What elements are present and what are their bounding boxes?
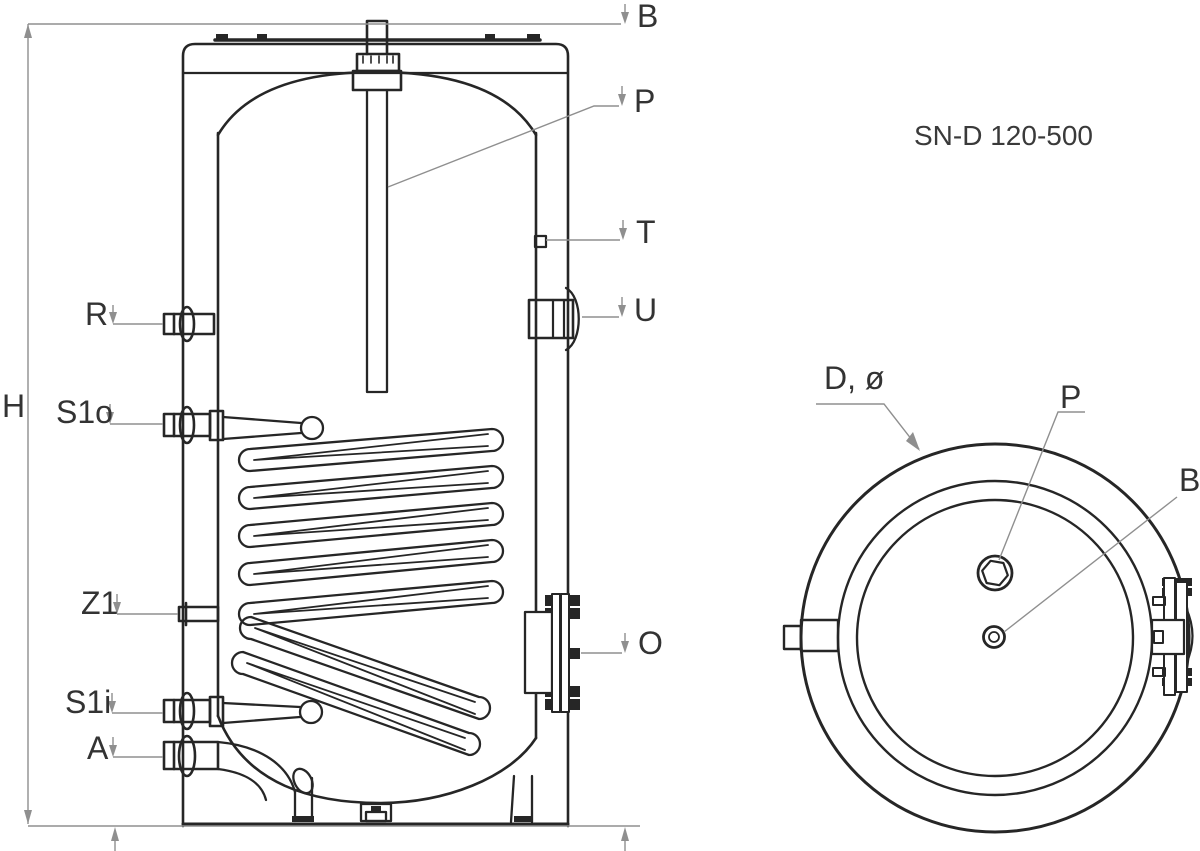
flange-top-view (1150, 577, 1194, 696)
port-s1i (162, 691, 302, 731)
center-port-b (982, 625, 1006, 649)
top-view (782, 442, 1194, 834)
label-port-t: T (636, 214, 656, 250)
heating-coil (230, 415, 505, 757)
outer-diameter-circle (799, 442, 1191, 834)
label-port-r: R (85, 296, 109, 332)
label-port-u: U (634, 292, 658, 328)
port-a (162, 734, 297, 802)
label-port-s1i: S1i (65, 684, 112, 720)
label-diameter: D, ø (824, 360, 885, 396)
port-s1o (162, 405, 303, 445)
leader-b-top (1003, 496, 1178, 633)
side-stub-top-view (782, 618, 840, 653)
side-view (162, 19, 580, 828)
label-port-o: O (638, 625, 663, 661)
leader-p-top (998, 411, 1085, 561)
label-port-p: P (634, 83, 656, 119)
top-pipe-and-sensor-tube (351, 19, 403, 394)
label-b-top: B (1179, 462, 1200, 498)
port-u (527, 286, 580, 352)
label-port-a: A (87, 730, 109, 766)
label-p-top: P (1060, 379, 1082, 415)
insulation-circle (836, 479, 1154, 797)
sensor-t (533, 234, 548, 249)
hex-nut-p (976, 554, 1014, 592)
vessel-circle (855, 498, 1135, 778)
flange-o (523, 593, 580, 713)
label-port-s1o: S1o (56, 394, 113, 430)
label-dim-h: H (2, 388, 26, 424)
dimension-arrowheads (24, 12, 920, 841)
leader-p (387, 105, 619, 188)
bottom-details (292, 767, 534, 824)
dimension-lines (27, 4, 1178, 851)
model-title: SN-D 120-500 (914, 120, 1093, 151)
label-port-z1: Z1 (81, 585, 119, 621)
port-r (162, 305, 216, 343)
leader-d (816, 403, 920, 450)
port-z1 (177, 601, 220, 627)
label-port-b: B (637, 0, 659, 34)
